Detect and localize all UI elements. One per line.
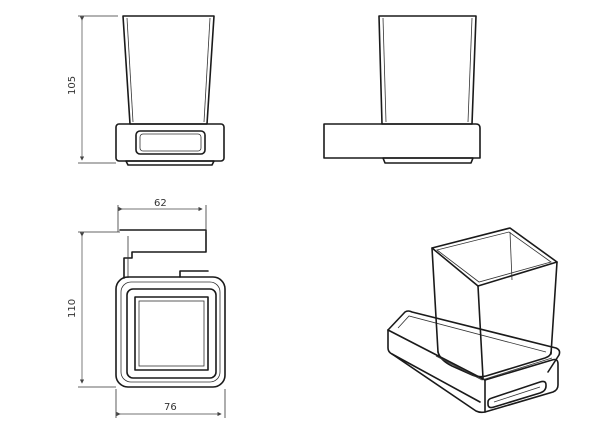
front-view: 105 bbox=[67, 15, 225, 166]
dim-width-bottom: 76 bbox=[164, 402, 177, 413]
dim-width-top: 62 bbox=[154, 198, 167, 209]
side-view bbox=[323, 15, 481, 164]
dim-height-upper: 105 bbox=[67, 76, 78, 95]
top-view: 62 110 76 bbox=[67, 198, 226, 418]
dim-height-lower: 110 bbox=[67, 299, 78, 318]
isometric-view bbox=[387, 227, 561, 414]
